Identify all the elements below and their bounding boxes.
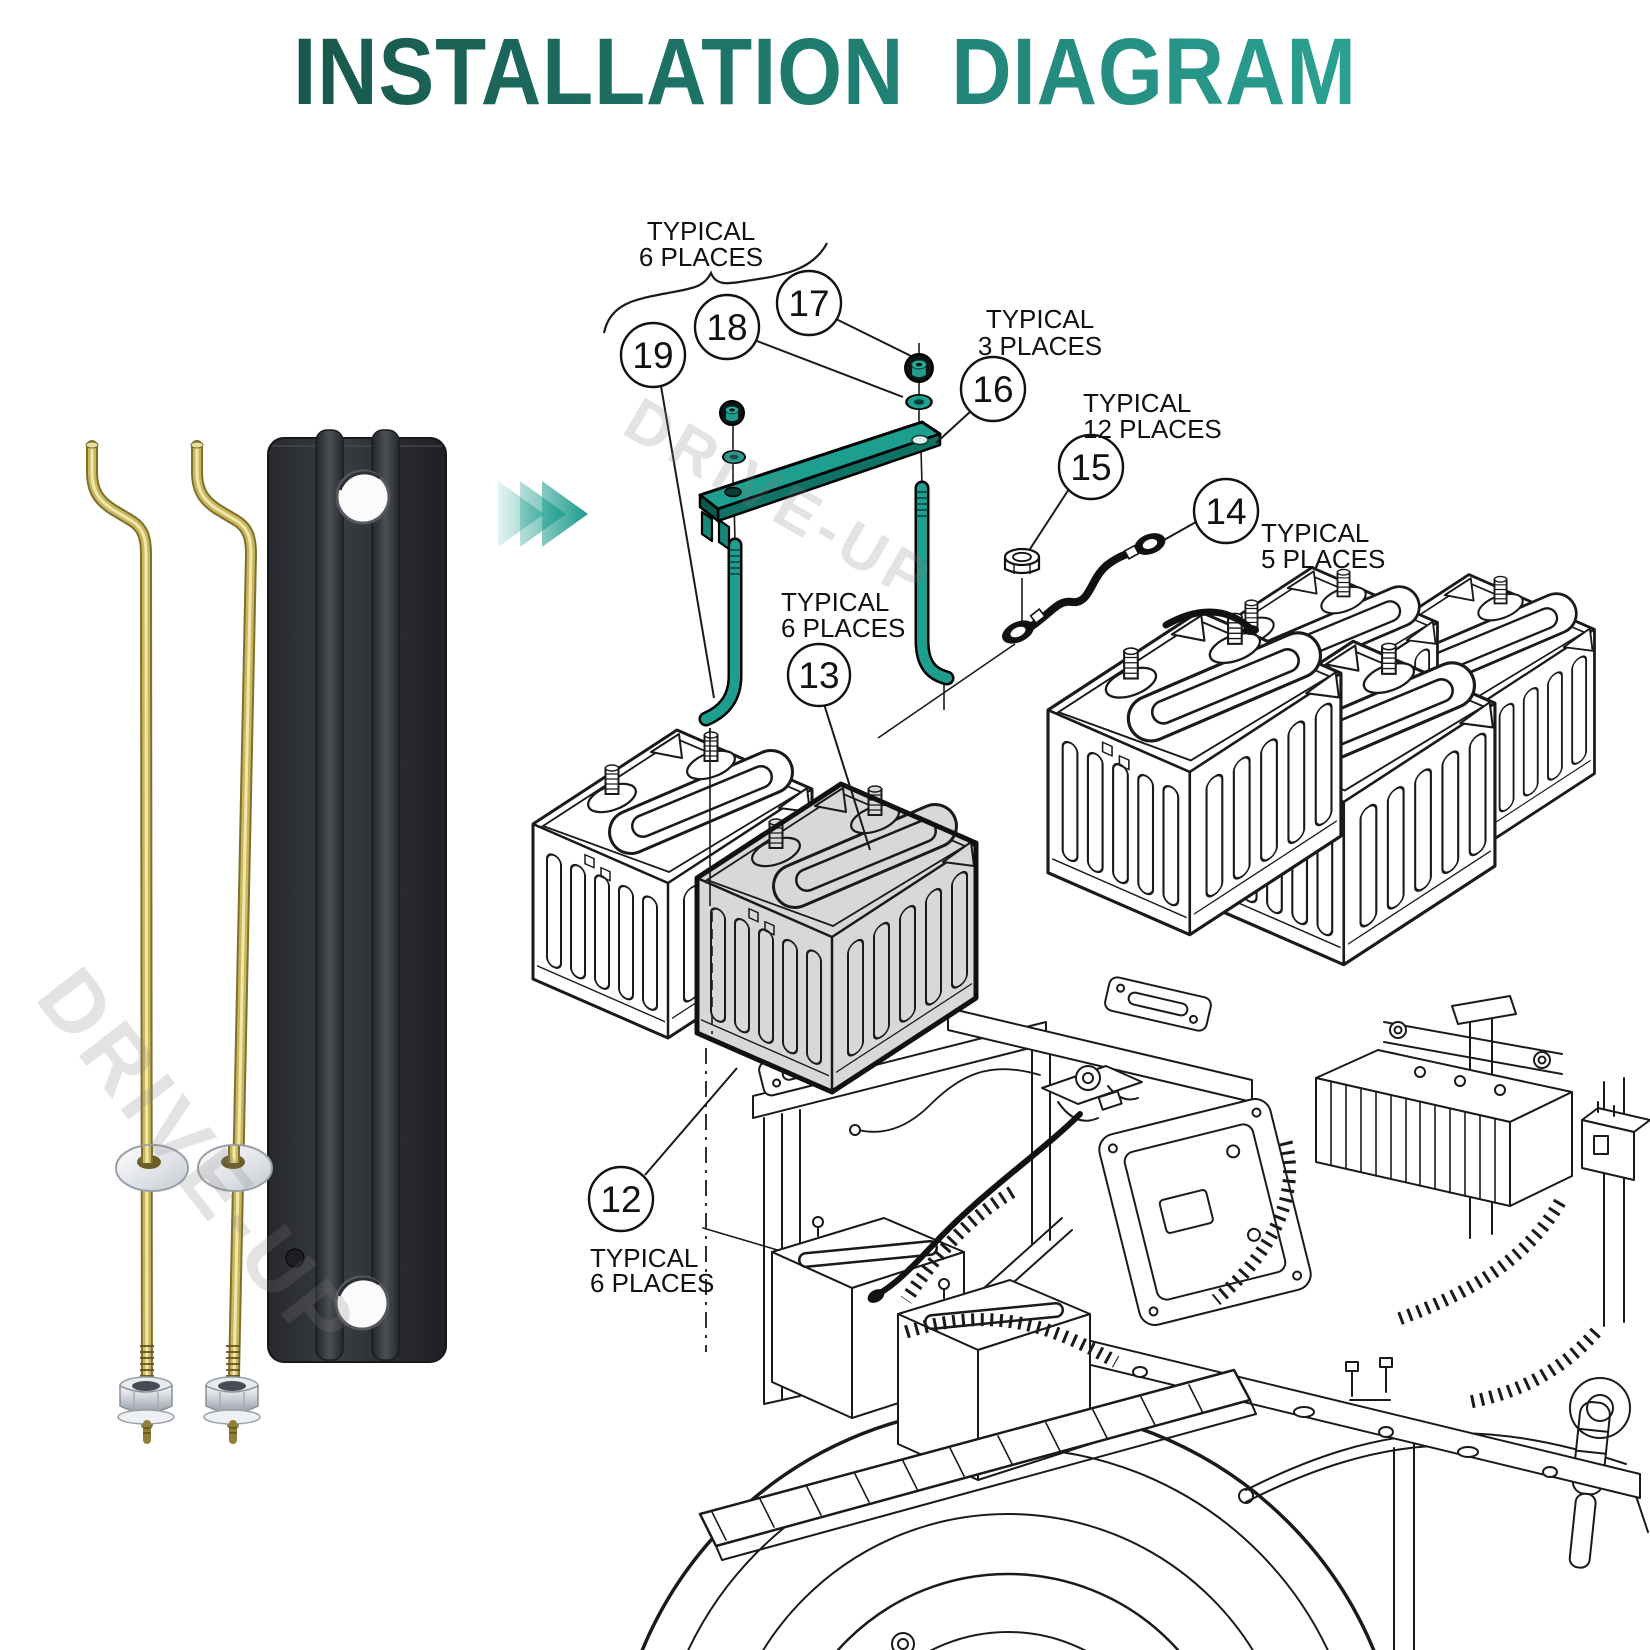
washer-product	[197, 1144, 273, 1192]
callout-number: 18	[706, 307, 747, 348]
label-typical: TYPICAL	[781, 587, 889, 617]
battery-cable	[1002, 533, 1166, 644]
callout-number: 17	[788, 283, 829, 324]
label-typical: TYPICAL	[590, 1243, 698, 1273]
callout-number: 15	[1070, 447, 1111, 488]
callout-number: 16	[972, 369, 1013, 410]
chevron-arrow-icon	[498, 481, 588, 547]
callout-16: 16	[959, 355, 1027, 423]
exploded-view: 19 18 17 16 15 14	[533, 216, 1594, 1352]
label-places: 12 PLACES	[1083, 414, 1222, 444]
callout-number: 12	[600, 1179, 641, 1220]
battery-cable-black	[877, 1111, 1083, 1296]
label-typical: TYPICAL	[986, 304, 1094, 334]
washer-teal	[905, 393, 933, 411]
callout-number: 13	[798, 655, 839, 696]
receptacle-panel	[1098, 1098, 1312, 1326]
washer-product	[115, 1144, 189, 1192]
group-brace	[602, 242, 828, 334]
j-bolt-left	[85, 440, 189, 1444]
label-places: 6 PLACES	[590, 1268, 714, 1298]
label-typical: TYPICAL	[647, 216, 755, 246]
speed-controller	[1315, 1049, 1573, 1207]
label-places: 6 PLACES	[639, 242, 763, 272]
mounting-plate	[1104, 976, 1212, 1032]
keps-nut-teal	[904, 353, 934, 383]
keps-nut-teal	[719, 400, 745, 426]
callout-13: 13	[786, 642, 852, 708]
callout-17: 17	[775, 269, 843, 337]
callout-14: 14	[1192, 477, 1260, 545]
j-bolt-right	[190, 440, 273, 1444]
callout-19: 19	[619, 321, 687, 389]
lock-nut-product	[203, 1376, 261, 1444]
callout-18: 18	[693, 293, 761, 361]
callout-number: 19	[632, 335, 673, 376]
label-places: 3 PLACES	[978, 331, 1102, 361]
relay-box	[1581, 1101, 1650, 1181]
callout-12: 12	[587, 1165, 655, 1233]
hold-down-rod-left	[698, 537, 743, 727]
label-places: 6 PLACES	[781, 613, 905, 643]
product-photo	[85, 429, 447, 1444]
label-typical: TYPICAL	[1261, 518, 1369, 548]
hold-down-rod-right	[914, 480, 955, 686]
golf-cart-chassis-illustration	[640, 976, 1650, 1650]
hold-down-plate	[698, 420, 942, 551]
hold-down-plate-product	[267, 429, 447, 1363]
washer-teal	[722, 450, 746, 464]
leader-lines	[644, 318, 1197, 1176]
callout-labels: TYPICAL 6 PLACES TYPICAL 3 PLACES TYPICA…	[590, 216, 1385, 1298]
solenoid-cluster	[849, 1065, 1143, 1136]
callout-15: 15	[1057, 433, 1125, 501]
battery-jumper-cable	[1162, 608, 1255, 633]
page-title: INSTALLATION DIAGRAM	[99, 18, 1551, 127]
hex-nut	[1003, 547, 1041, 575]
bumper-rail	[698, 1368, 1257, 1561]
label-typical: TYPICAL	[1083, 388, 1191, 418]
label-places: 5 PLACES	[1261, 544, 1385, 574]
axle-hub	[1569, 1377, 1631, 1439]
lock-nut-product	[117, 1376, 175, 1444]
callout-number: 14	[1205, 491, 1246, 532]
coiled-cable	[900, 1140, 1601, 1409]
